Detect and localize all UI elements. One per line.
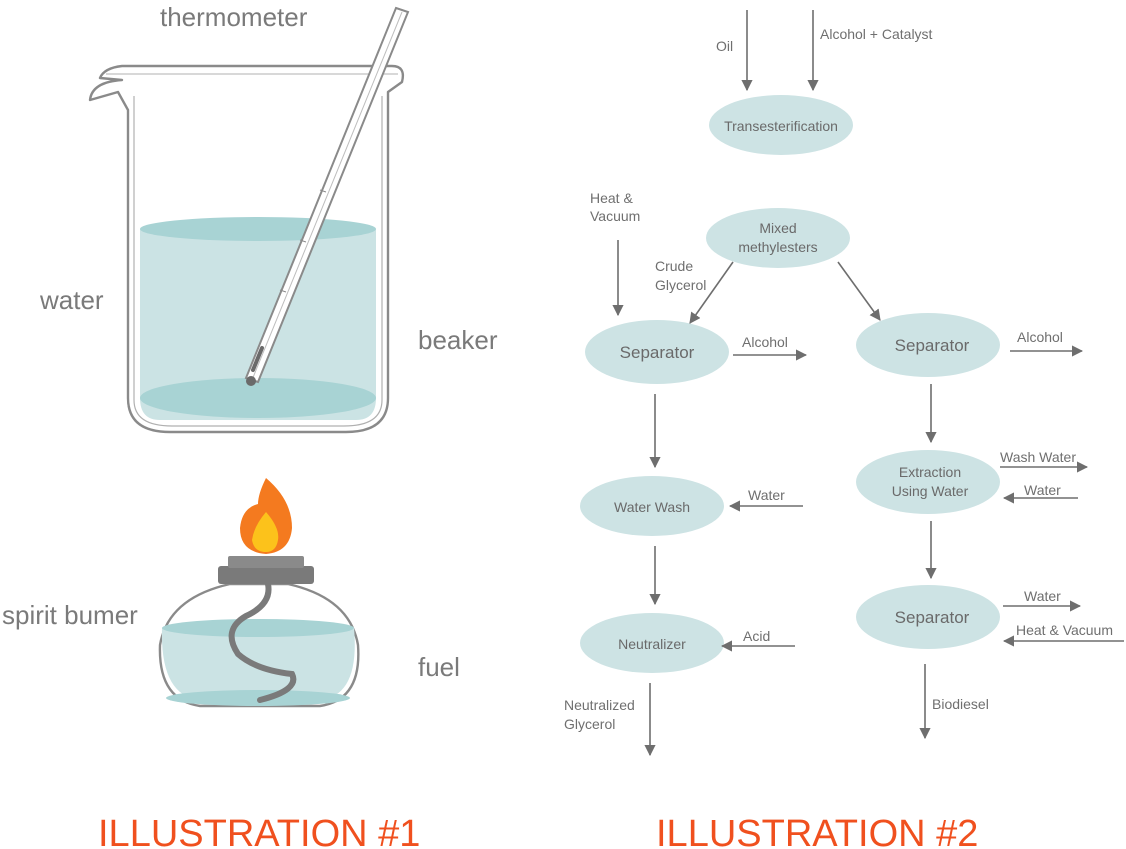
transesterification-label: Transesterification	[724, 118, 838, 134]
mixed-to-separator-right-arrow	[837, 261, 881, 321]
neutralized-glycerol-label-line2: Glycerol	[564, 716, 615, 732]
spirit-burner-drawing	[158, 556, 360, 708]
flame-icon	[240, 478, 292, 554]
alcohol-catalyst-label: Alcohol + Catalyst	[820, 26, 933, 42]
alcohol-left-label: Alcohol	[742, 334, 788, 350]
heat-vacuum-label-line1: Heat &	[590, 190, 633, 206]
crude-glycerol-label-line1: Crude	[655, 258, 693, 274]
beaker-label: beaker	[418, 325, 498, 355]
heat-vacuum-label-line2: Vacuum	[590, 208, 640, 224]
separator-bottom-label: Separator	[895, 608, 970, 627]
neutralized-glycerol-label-line1: Neutralized	[564, 697, 635, 713]
separator-right-node	[856, 313, 1000, 377]
water-wash-node	[580, 476, 724, 536]
crude-glycerol-label-line2: Glycerol	[655, 277, 706, 293]
separator-bottom-node	[856, 585, 1000, 649]
extraction-label-line2: Using Water	[892, 483, 969, 499]
mixed-methylesters-label-line2: methylesters	[738, 239, 817, 255]
heat-vacuum-in-label: Heat & Vacuum	[1016, 622, 1113, 638]
wash-water-label: Wash Water	[1000, 449, 1076, 465]
mixed-methylesters-node	[706, 208, 850, 268]
water-label: water	[39, 285, 104, 315]
thermometer-label: thermometer	[160, 2, 308, 32]
transesterification-node	[709, 95, 853, 155]
extraction-node	[856, 450, 1000, 514]
water-extraction-label: Water	[1024, 482, 1061, 498]
water-out-label: Water	[1024, 588, 1061, 604]
extraction-label-line1: Extraction	[899, 464, 961, 480]
separator-left-label: Separator	[620, 343, 695, 362]
water-bottom-surface	[140, 378, 376, 418]
oil-label: Oil	[716, 38, 733, 54]
neutralizer-label: Neutralizer	[618, 636, 686, 652]
illustration-2: Transesterification Mixed methylesters S…	[564, 10, 1124, 849]
illustration-2-caption: ILLUSTRATION #2	[656, 813, 978, 849]
neutralizer-node	[580, 613, 724, 673]
separator-left-node	[585, 320, 729, 384]
fuel-label: fuel	[418, 652, 460, 682]
mixed-methylesters-label-line1: Mixed	[759, 220, 796, 236]
fuel-surface	[162, 619, 354, 637]
spirit-burner-label: spirit bumer	[2, 600, 138, 630]
acid-label: Acid	[743, 628, 770, 644]
thermometer-drawing	[244, 6, 410, 386]
separator-right-label: Separator	[895, 336, 970, 355]
biodiesel-label: Biodiesel	[932, 696, 989, 712]
beaker-drawing	[88, 64, 405, 434]
illustration-1: thermometer water beaker spirit bumer fu…	[2, 2, 498, 849]
water-top-surface	[140, 217, 376, 241]
water-wash-label: Water Wash	[614, 499, 690, 515]
illustration-1-caption: ILLUSTRATION #1	[98, 813, 420, 849]
water-wash-in-label: Water	[748, 487, 785, 503]
crude-glycerol-arrow	[689, 261, 734, 324]
alcohol-right-label: Alcohol	[1017, 329, 1063, 345]
